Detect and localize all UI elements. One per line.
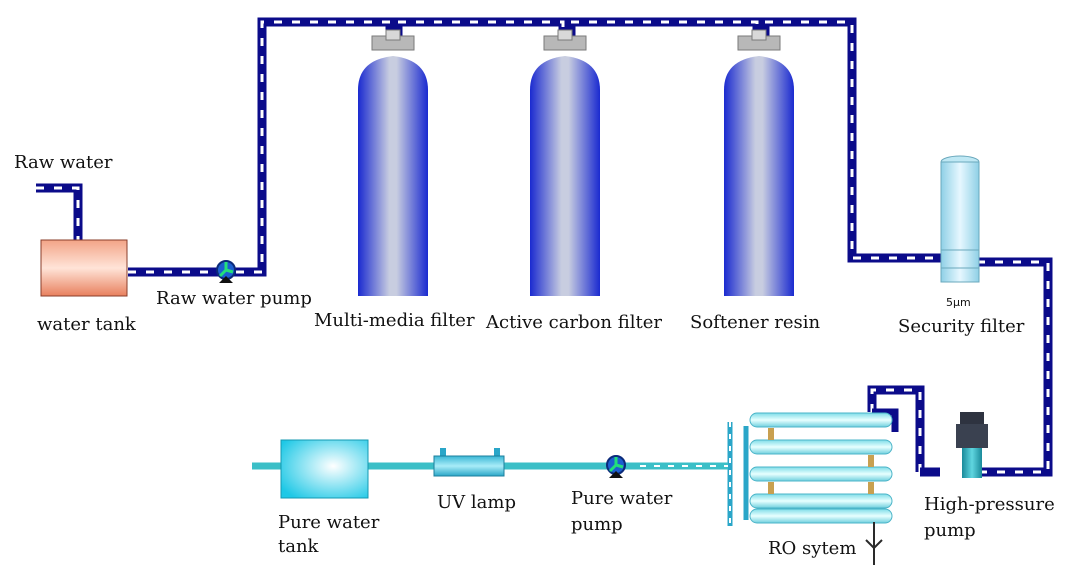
raw-water-label: Raw water (14, 152, 113, 173)
ro-system (727, 412, 893, 565)
uv-lamp (433, 448, 505, 477)
raw-water-pump-icon (216, 260, 236, 283)
active-carbon-filter-label: Active carbon filter (486, 312, 662, 333)
raw-water-pump-label: Raw water pump (156, 288, 312, 309)
softener-resin-vessel (724, 29, 794, 296)
pure-water-pump-label-line2: pump (571, 514, 623, 535)
pure-water-pump-label-line1: Pure water (571, 488, 673, 509)
softener-resin-label: Softener resin (690, 312, 821, 333)
high-pressure-pump-label-line1: High-pressure (924, 494, 1055, 515)
ro-system-label: RO sytem (768, 538, 857, 559)
ro-manifold (727, 422, 749, 526)
security-filter (940, 155, 980, 283)
pure-water-tank-label-line2: tank (278, 536, 319, 557)
high-pressure-pump-label-line2: pump (924, 520, 976, 541)
security-filter-rating: 5μm (946, 296, 971, 309)
uv-lamp-label: UV lamp (437, 492, 516, 513)
multi-media-filter-label: Multi-media filter (314, 310, 475, 331)
active-carbon-filter-vessel (530, 29, 600, 296)
security-filter-label: Security filter (898, 316, 1025, 337)
pure-water-tank-label-line1: Pure water (278, 512, 380, 533)
high-pressure-pump (956, 412, 988, 478)
water-tank-label: water tank (37, 314, 136, 335)
pure-water-pump-icon (606, 455, 626, 478)
water-tank (40, 239, 128, 297)
pure-water-tank (280, 439, 369, 499)
multi-media-filter-vessel (358, 29, 428, 296)
